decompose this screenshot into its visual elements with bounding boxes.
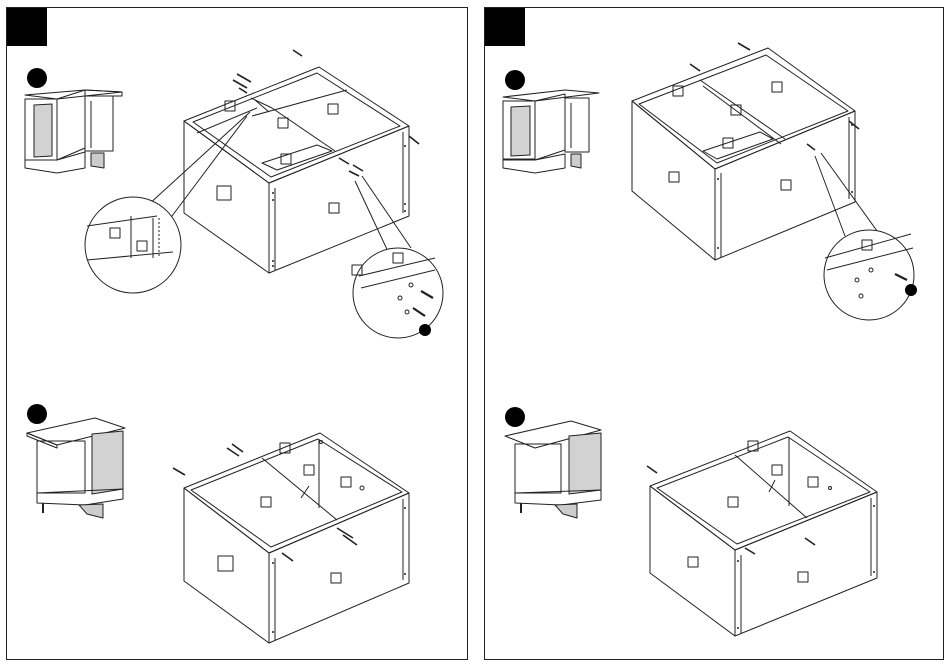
detail-zoom-left bbox=[85, 112, 250, 293]
cabinet-thumbnail-top bbox=[25, 68, 122, 173]
cabinet-thumbnail-bottom bbox=[27, 404, 125, 518]
cabinet-assembly-top bbox=[184, 50, 419, 273]
left-panel-drawing bbox=[7, 8, 469, 661]
cabinet-thumbnail-top bbox=[503, 70, 599, 173]
cabinet-assembly-bottom bbox=[173, 433, 409, 643]
cabinet-assembly-bottom bbox=[647, 431, 877, 636]
detail-zoom-right bbox=[815, 153, 917, 320]
cabinet-thumbnail-bottom bbox=[505, 407, 601, 518]
instruction-panel-right bbox=[484, 7, 944, 660]
right-panel-drawing bbox=[485, 8, 945, 661]
detail-zoom-right bbox=[352, 176, 443, 338]
instruction-panel-left bbox=[6, 7, 468, 660]
cabinet-assembly-top bbox=[632, 43, 859, 260]
callout-dot bbox=[27, 68, 47, 88]
